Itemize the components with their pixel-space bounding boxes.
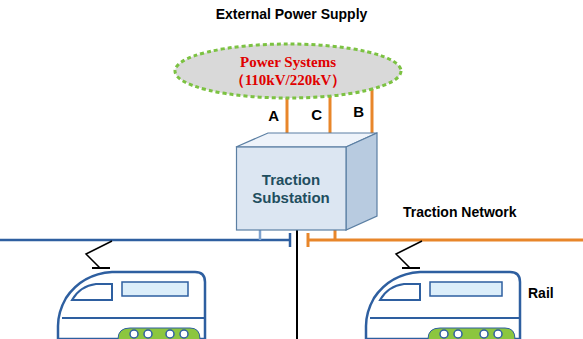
rail-return (296, 230, 298, 339)
section-insulator (307, 233, 310, 247)
train-windshield (380, 284, 420, 300)
system-label: Power Systems (240, 53, 336, 71)
left-feeder (259, 230, 262, 240)
box-side-face (346, 133, 377, 230)
wheel (180, 330, 188, 338)
wheel (166, 330, 174, 338)
node-outline (173, 42, 403, 100)
wheel (494, 330, 502, 338)
section-insulator (289, 233, 292, 247)
phase-line (286, 98, 289, 133)
ellipse-outline (175, 44, 401, 98)
right-catenary (308, 239, 583, 242)
train-body (58, 272, 205, 339)
train-bogie (428, 328, 515, 339)
pantograph (396, 241, 422, 268)
train-body (366, 272, 520, 339)
pantograph-base (92, 267, 110, 269)
wheel (480, 330, 488, 338)
train-windshield (72, 284, 112, 300)
pantograph-base (402, 267, 420, 269)
phase-line (371, 89, 374, 133)
wheel (130, 330, 138, 338)
train-window (430, 282, 502, 296)
rail-label: Rail (528, 285, 554, 301)
network-label: Traction Network (403, 204, 517, 220)
train-stripe (370, 317, 520, 319)
train-stripe (62, 317, 205, 319)
power-system-ellipse: Power Systems（110kV/220kV） (173, 42, 403, 100)
wheel (454, 330, 462, 338)
right-feeder (334, 230, 337, 240)
phase-line (329, 96, 332, 133)
pantograph (86, 241, 112, 268)
left-catenary (0, 239, 290, 242)
phase-label: B (352, 103, 365, 120)
train-bogie (118, 328, 200, 339)
diagram-title: External Power Supply (0, 6, 583, 22)
phase-label: A (267, 107, 280, 124)
system-label: （110kV/220kV） (230, 71, 347, 89)
train-window (122, 282, 188, 296)
substation-box: Traction Substation (236, 133, 378, 231)
wheel (440, 330, 448, 338)
phase-label: C (310, 106, 323, 123)
box-front-face (237, 147, 347, 230)
wheel (144, 330, 152, 338)
substation-label: Traction Substation (243, 171, 339, 207)
